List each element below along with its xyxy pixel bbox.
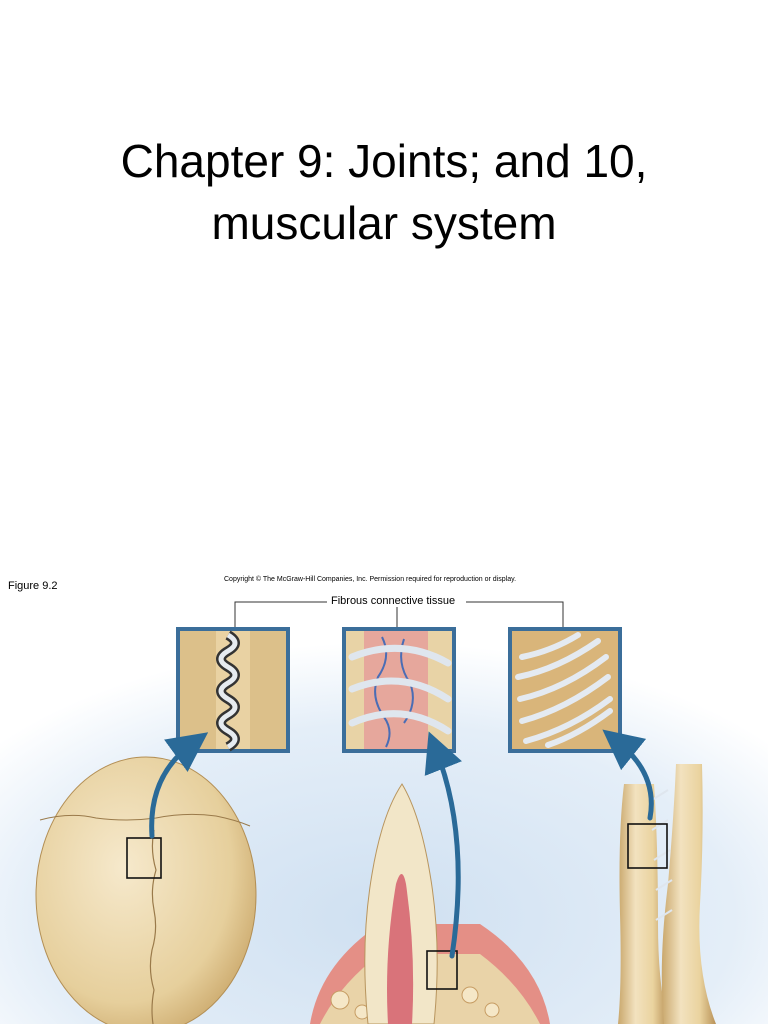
leg-bones-illustration [618,764,716,1024]
fibrous-joints-illustration [0,600,768,1024]
inset-gomphosis [342,627,456,753]
slide-title-line-1: Chapter 9: Joints; and 10, [120,135,648,187]
slide-title: Chapter 9: Joints; and 10, muscular syst… [34,130,734,254]
inset-syndesmosis [508,627,622,753]
slide-title-line-2: muscular system [211,197,557,249]
callout-arrows [149,729,654,959]
figure-label: Figure 9.2 [8,580,58,592]
copyright-notice: Copyright © The McGraw-Hill Companies, I… [224,576,517,583]
tooth-illustration [310,783,550,1024]
inset-suture [176,627,290,753]
fibrous-connective-tissue-label: Fibrous connective tissue [329,595,458,607]
skull-illustration [35,756,257,1024]
